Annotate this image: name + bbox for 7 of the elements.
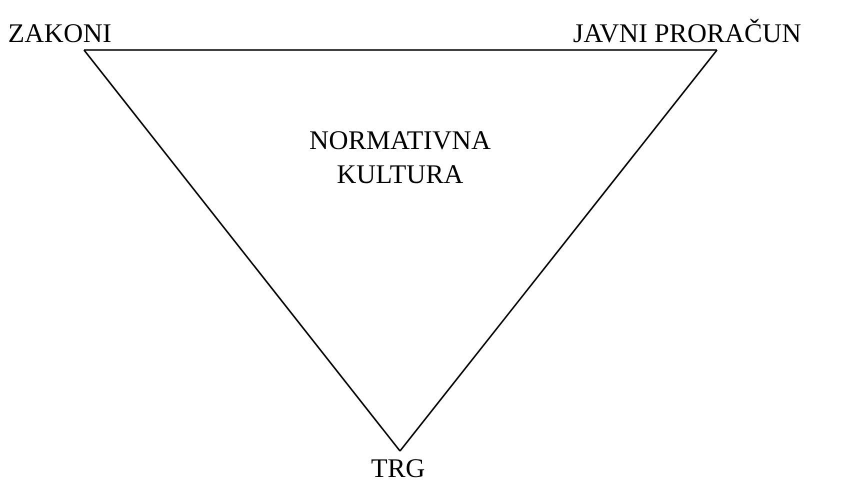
corner-label: TRG — [371, 452, 425, 480]
corner-label: JAVNI PRORAČUN — [573, 17, 802, 49]
triangle-side-line — [83, 50, 401, 452]
corner-label: ZAKONI — [8, 17, 112, 49]
center-label: NORMATIVNA KULTURA — [308, 124, 492, 191]
triangle-side-line — [84, 49, 717, 51]
triangle-side-line — [399, 50, 718, 452]
